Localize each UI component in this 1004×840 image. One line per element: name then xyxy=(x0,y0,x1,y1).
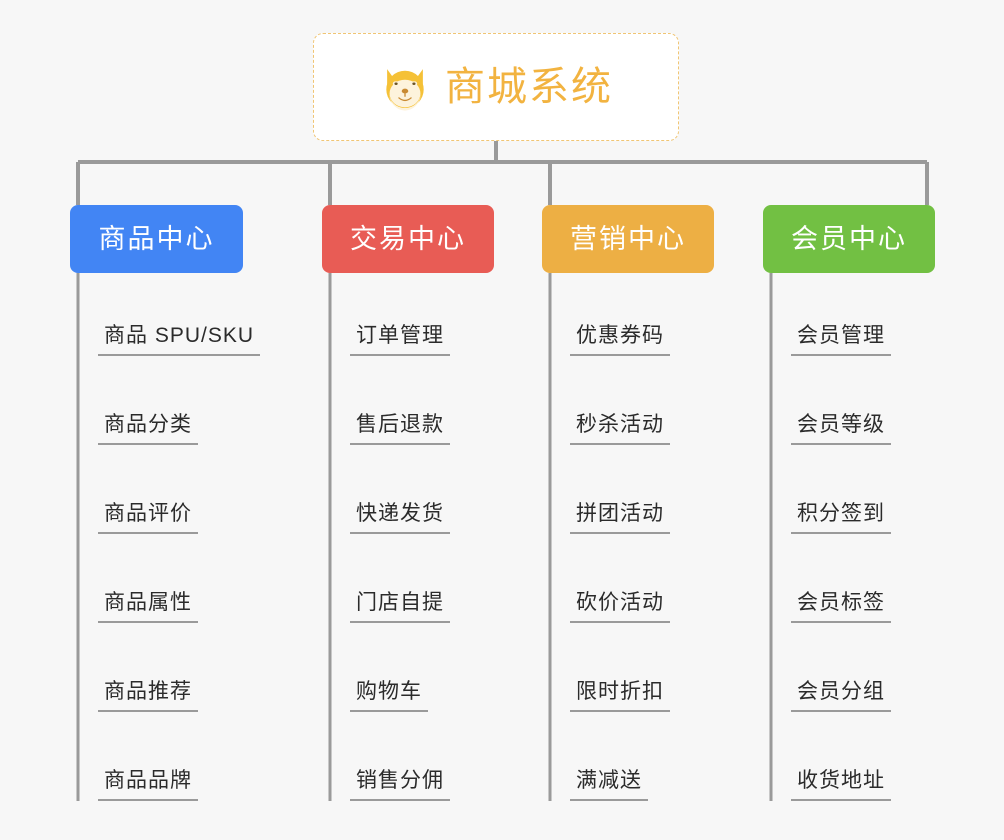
list-item[interactable]: 销售分佣 xyxy=(350,767,450,801)
list-item-label: 拼团活动 xyxy=(570,501,670,534)
list-item-label: 销售分佣 xyxy=(350,768,450,801)
list-item[interactable]: 会员管理 xyxy=(791,322,891,356)
list-item[interactable]: 商品评价 xyxy=(98,500,198,534)
list-item-label: 砍价活动 xyxy=(570,590,670,623)
list-item[interactable]: 商品分类 xyxy=(98,411,198,445)
list-item-label: 商品 SPU/SKU xyxy=(98,323,261,356)
list-item[interactable]: 秒杀活动 xyxy=(570,411,670,445)
list-item[interactable]: 商品属性 xyxy=(98,589,198,623)
list-item[interactable]: 砍价活动 xyxy=(570,589,670,623)
list-item[interactable]: 收货地址 xyxy=(791,767,891,801)
list-item-label: 秒杀活动 xyxy=(570,412,670,445)
list-item[interactable]: 限时折扣 xyxy=(570,678,670,712)
list-item[interactable]: 拼团活动 xyxy=(570,500,670,534)
list-item-label: 优惠券码 xyxy=(570,323,670,356)
category-box-3[interactable]: 营销中心 xyxy=(542,205,714,273)
list-item-label: 限时折扣 xyxy=(570,679,670,712)
category-box-4[interactable]: 会员中心 xyxy=(763,205,935,273)
list-item-label: 会员等级 xyxy=(791,412,891,445)
list-item-label: 会员分组 xyxy=(791,679,891,712)
category-title: 会员中心 xyxy=(791,223,907,254)
list-item-label: 积分签到 xyxy=(791,501,891,534)
list-item[interactable]: 快递发货 xyxy=(350,500,450,534)
root-node-title: 商城系统 xyxy=(445,65,613,109)
list-item[interactable]: 商品品牌 xyxy=(98,767,198,801)
list-item-label: 满减送 xyxy=(570,768,648,801)
category-title: 交易中心 xyxy=(350,223,466,254)
category-box-1[interactable]: 商品中心 xyxy=(70,205,243,273)
list-item[interactable]: 订单管理 xyxy=(350,322,450,356)
list-item-label: 商品分类 xyxy=(98,412,198,445)
list-item[interactable]: 售后退款 xyxy=(350,411,450,445)
list-item-label: 购物车 xyxy=(350,679,428,712)
list-item-label: 门店自提 xyxy=(350,590,450,623)
list-item[interactable]: 会员等级 xyxy=(791,411,891,445)
list-item[interactable]: 商品 SPU/SKU xyxy=(98,322,261,356)
list-item-label: 会员管理 xyxy=(791,323,891,356)
list-item[interactable]: 购物车 xyxy=(350,678,428,712)
list-item-label: 商品属性 xyxy=(98,590,198,623)
category-box-2[interactable]: 交易中心 xyxy=(322,205,494,273)
list-item-label: 快递发货 xyxy=(350,501,450,534)
list-item[interactable]: 满减送 xyxy=(570,767,648,801)
list-item-label: 商品品牌 xyxy=(98,768,198,801)
shiba-dog-face-icon xyxy=(386,69,424,111)
list-item[interactable]: 会员分组 xyxy=(791,678,891,712)
list-item-label: 会员标签 xyxy=(791,590,891,623)
list-item-label: 收货地址 xyxy=(791,768,891,801)
list-item[interactable]: 积分签到 xyxy=(791,500,891,534)
list-item[interactable]: 会员标签 xyxy=(791,589,891,623)
list-item-label: 商品推荐 xyxy=(98,679,198,712)
root-node-shop-system[interactable]: 商城系统 xyxy=(313,33,679,141)
list-item-label: 商品评价 xyxy=(98,501,198,534)
list-item-label: 订单管理 xyxy=(350,323,450,356)
list-item[interactable]: 门店自提 xyxy=(350,589,450,623)
category-title: 商品中心 xyxy=(98,223,215,254)
list-item[interactable]: 优惠券码 xyxy=(570,322,670,356)
list-item-label: 售后退款 xyxy=(350,412,450,445)
list-item[interactable]: 商品推荐 xyxy=(98,678,198,712)
category-title: 营销中心 xyxy=(570,223,686,254)
